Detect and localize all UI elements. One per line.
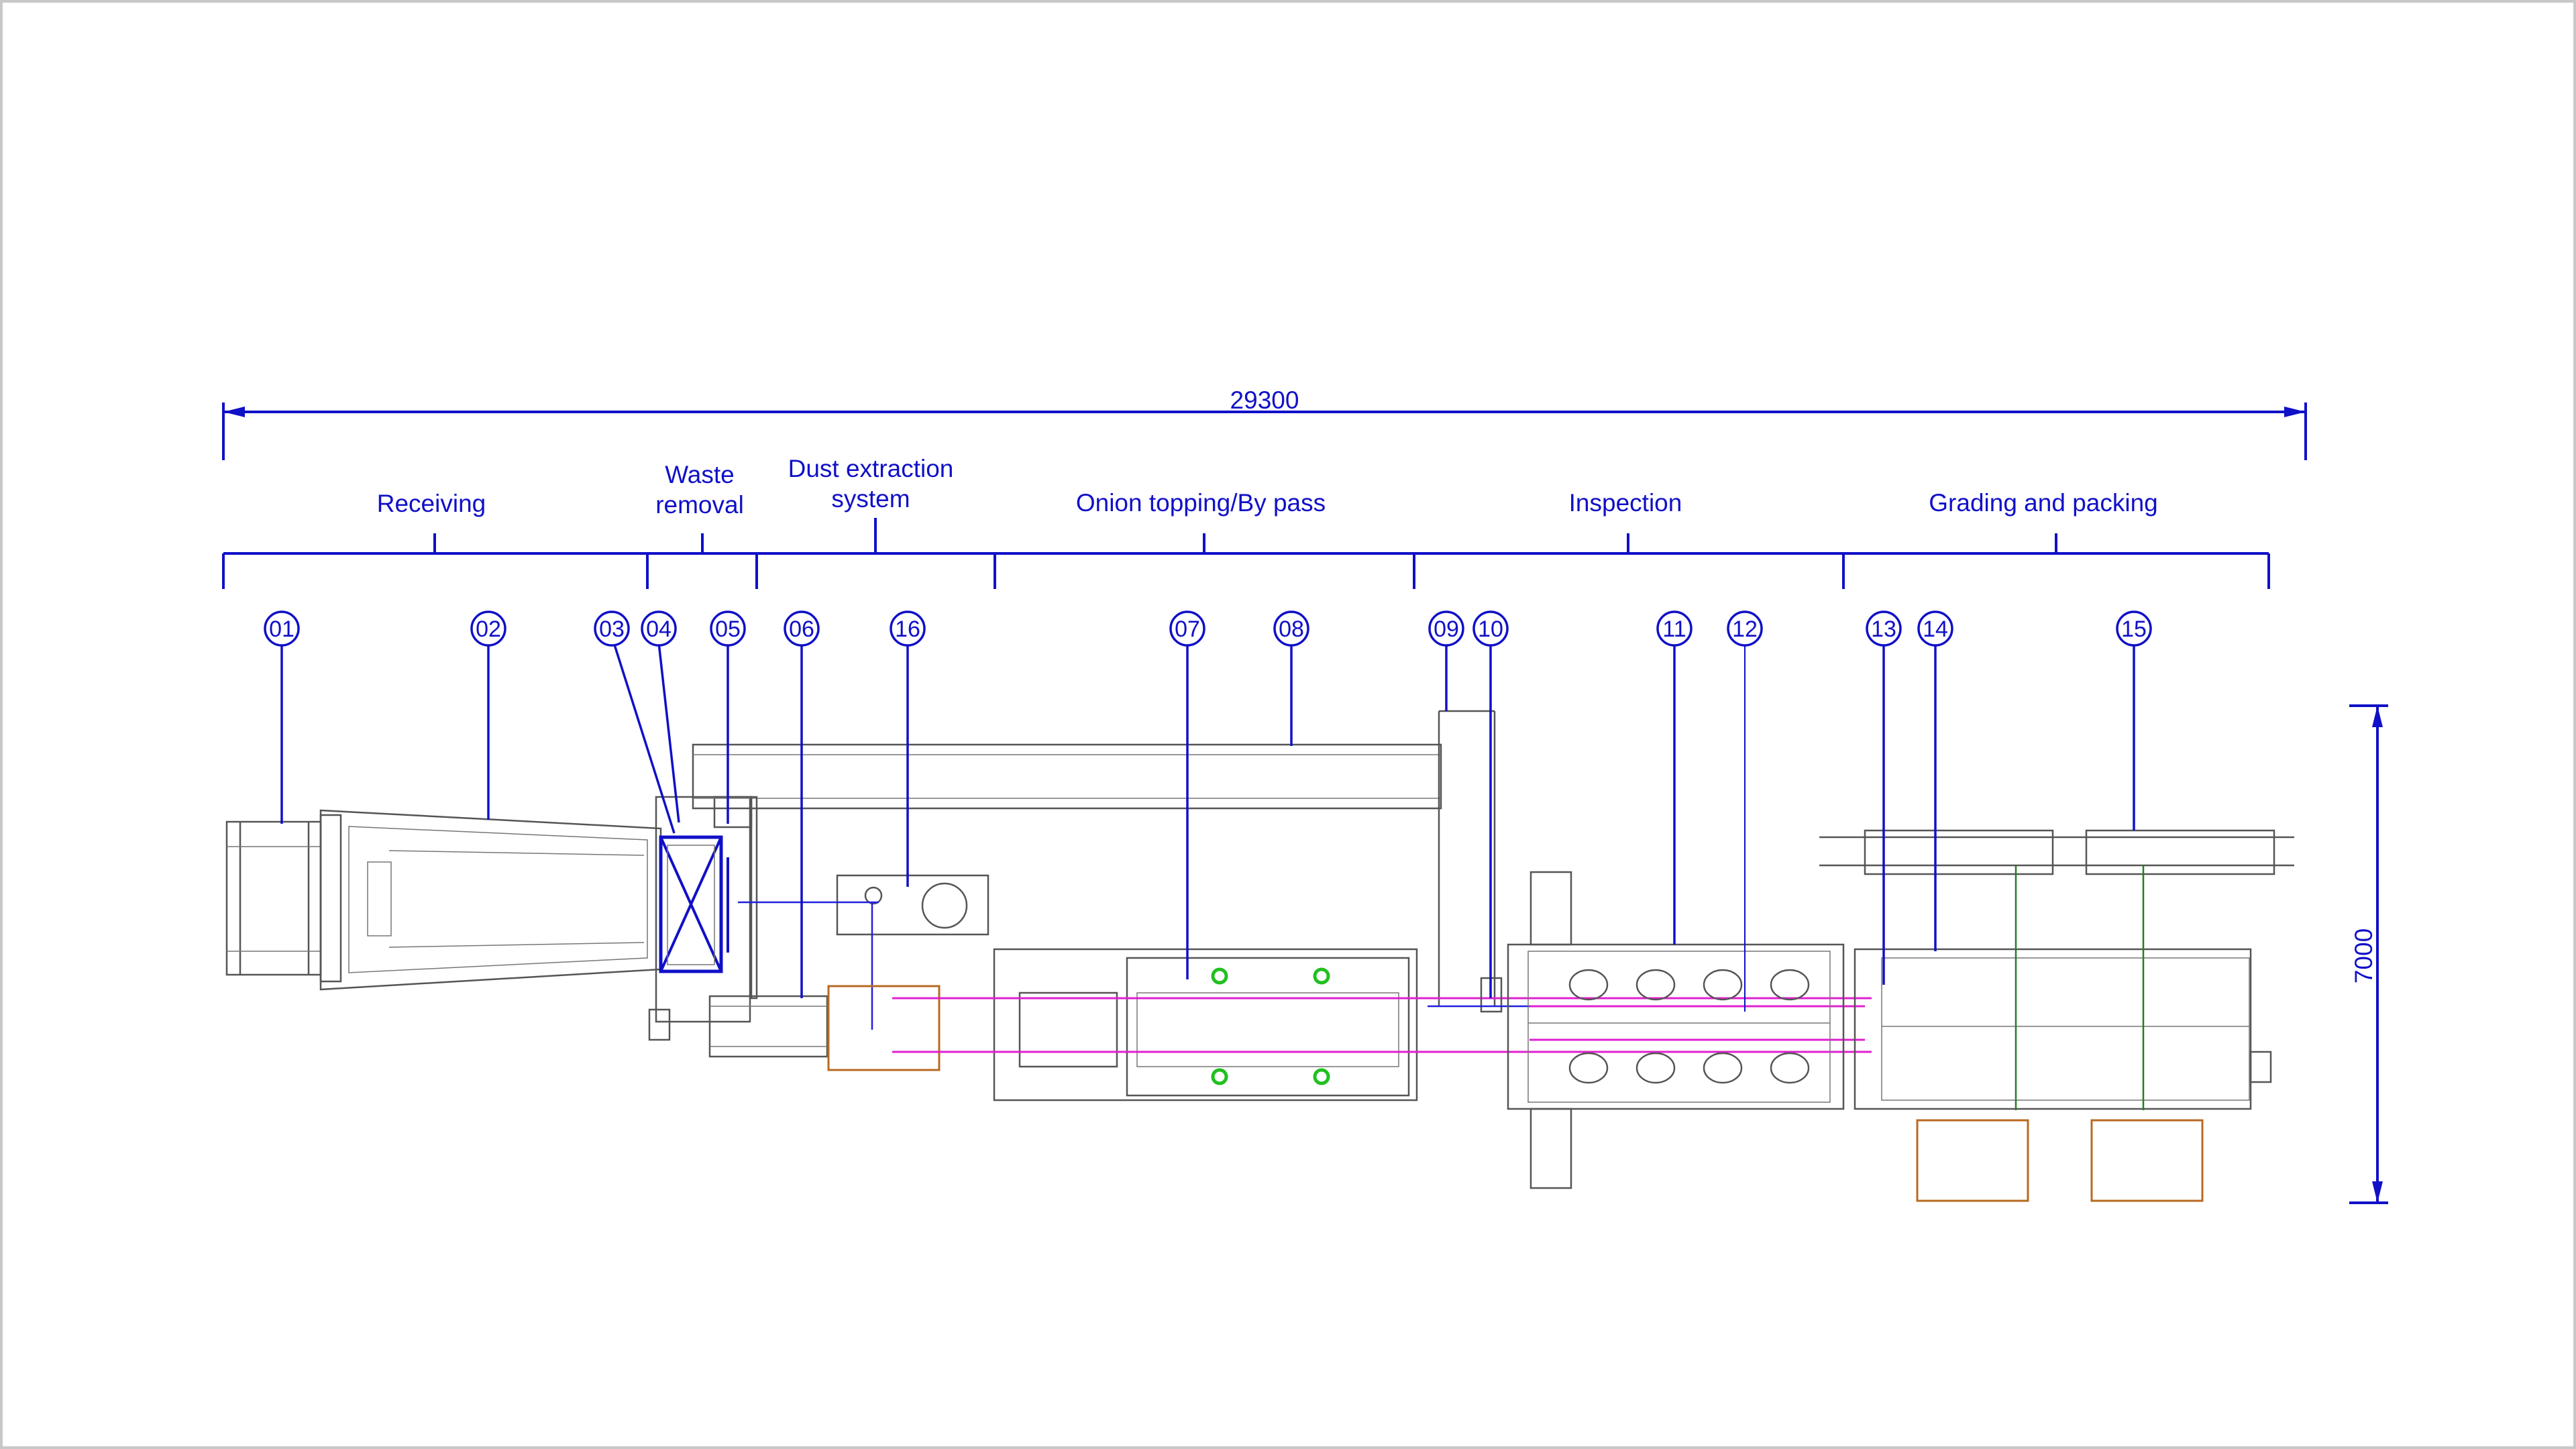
overall-width-label: 7000 bbox=[2350, 928, 2377, 983]
callout-12: 12 bbox=[1727, 610, 1763, 647]
machinery bbox=[225, 710, 2294, 1202]
transfer-unit bbox=[1428, 977, 1529, 1013]
svg-text:12: 12 bbox=[1732, 616, 1758, 642]
svg-text:05: 05 bbox=[715, 616, 741, 642]
section-label-receiving: Receiving bbox=[377, 490, 486, 517]
callout-14: 14 bbox=[1917, 610, 1953, 647]
svg-text:15: 15 bbox=[2121, 616, 2147, 642]
dust-extraction-unit bbox=[738, 796, 989, 1030]
callout-08: 08 bbox=[1273, 610, 1309, 647]
overall-width-dimension: 7000 bbox=[2349, 704, 2388, 1204]
callout-04: 04 bbox=[641, 610, 677, 647]
callout-15: 15 bbox=[2116, 610, 2152, 647]
onion-topping-machine bbox=[993, 948, 1418, 1102]
section-label-onion-topping: Onion topping/By pass bbox=[1076, 489, 1326, 517]
callout-01: 01 bbox=[264, 610, 300, 647]
svg-text:10: 10 bbox=[1478, 616, 1503, 642]
svg-text:02: 02 bbox=[476, 616, 501, 642]
overall-length-dimension: 29300 bbox=[222, 386, 2307, 460]
section-label-inspection: Inspection bbox=[1569, 489, 1682, 517]
callout-06: 06 bbox=[784, 610, 820, 647]
receiving-conveyor bbox=[319, 809, 662, 991]
inspection-stations-bottom bbox=[1568, 1052, 1810, 1084]
product-flow-path bbox=[892, 997, 1872, 1053]
svg-text:13: 13 bbox=[1871, 616, 1896, 642]
svg-text:09: 09 bbox=[1434, 616, 1459, 642]
return-conveyor bbox=[692, 710, 1496, 1006]
callout-11: 11 bbox=[1656, 610, 1693, 647]
inspection-table bbox=[1507, 871, 1845, 1189]
packing-line bbox=[1819, 829, 2294, 1110]
svg-text:04: 04 bbox=[646, 616, 672, 642]
inspection-stations-top bbox=[1568, 969, 1810, 1001]
callout-02: 02 bbox=[470, 610, 506, 647]
overall-length-label: 29300 bbox=[1230, 386, 1299, 414]
svg-text:16: 16 bbox=[895, 616, 920, 642]
section-bracket bbox=[222, 518, 2270, 589]
svg-text:14: 14 bbox=[1923, 616, 1948, 642]
inclined-conveyor bbox=[708, 985, 941, 1071]
grading-table bbox=[1854, 948, 2272, 1202]
svg-text:06: 06 bbox=[789, 616, 814, 642]
receiving-hopper bbox=[225, 814, 342, 983]
waste-removal-unit bbox=[648, 796, 753, 1041]
callout-05: 05 bbox=[710, 610, 746, 647]
callout-13: 13 bbox=[1866, 610, 1902, 647]
callout-07: 07 bbox=[1169, 610, 1205, 647]
svg-text:01: 01 bbox=[269, 616, 294, 642]
callout-10: 10 bbox=[1472, 610, 1509, 647]
callout-09: 09 bbox=[1428, 610, 1464, 647]
svg-text:07: 07 bbox=[1175, 616, 1200, 642]
svg-text:08: 08 bbox=[1279, 616, 1304, 642]
callout-03: 03 bbox=[594, 610, 630, 647]
section-label-grading-packing: Grading and packing bbox=[1929, 489, 2157, 517]
callout-leaders bbox=[280, 642, 2135, 1012]
svg-text:11: 11 bbox=[1662, 616, 1686, 642]
svg-text:03: 03 bbox=[599, 616, 625, 642]
callout-16: 16 bbox=[890, 610, 926, 647]
callout-bubbles: 01 02 03 04 05 06 16 07 08 09 10 11 12 1… bbox=[264, 610, 2152, 647]
